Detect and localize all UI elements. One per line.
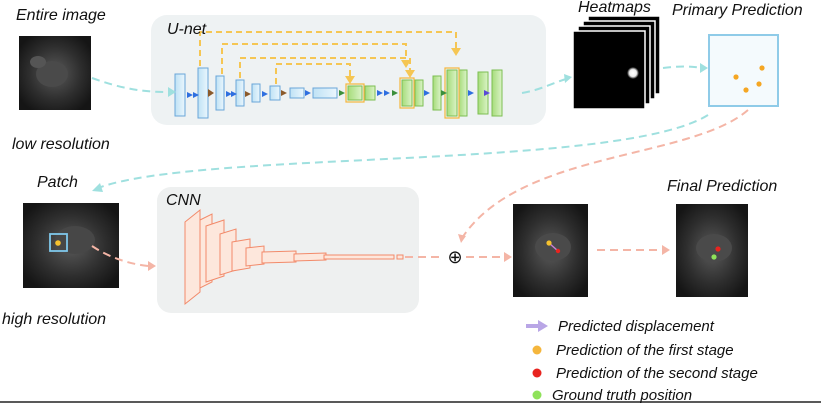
entire-image-label: Entire image bbox=[16, 7, 106, 24]
legend-markers bbox=[526, 320, 548, 400]
intermediate-result-thumbnail bbox=[513, 204, 588, 297]
entire-image-thumbnail bbox=[19, 36, 91, 110]
high-resolution-label: high resolution bbox=[2, 311, 107, 328]
legend-first-stage: Prediction of the first stage bbox=[556, 342, 734, 359]
heatmaps-label: Heatmaps bbox=[578, 0, 651, 16]
unet-flow-arrows bbox=[187, 89, 490, 98]
cnn-blocks bbox=[184, 208, 404, 306]
legend-dot-first-stage bbox=[532, 345, 542, 355]
cnn-title: CNN bbox=[166, 192, 201, 209]
patch-thumbnail bbox=[23, 203, 119, 288]
low-resolution-label: low resolution bbox=[12, 136, 110, 153]
patch-label: Patch bbox=[37, 174, 78, 191]
final-prediction-thumbnail bbox=[676, 204, 748, 297]
heatmaps-stack bbox=[572, 15, 661, 110]
primary-prediction-label: Primary Prediction bbox=[672, 2, 803, 19]
salmon-flow-arrows bbox=[91, 109, 749, 267]
sum-symbol: ⊕ bbox=[447, 247, 462, 268]
unet-title: U-net bbox=[167, 21, 207, 38]
unet-skip-connections bbox=[199, 31, 457, 84]
cnn-panel bbox=[157, 187, 419, 313]
final-prediction-label: Final Prediction bbox=[667, 178, 778, 195]
legend-predicted-displacement: Predicted displacement bbox=[558, 318, 714, 335]
legend-second-stage: Prediction of the second stage bbox=[556, 365, 758, 382]
legend-dot-second-stage bbox=[532, 368, 542, 378]
unet-blocks bbox=[174, 67, 503, 119]
cyan-flow-arrows bbox=[91, 65, 709, 189]
legend-ground-truth: Ground truth position bbox=[552, 387, 693, 404]
primary-prediction-box bbox=[708, 34, 779, 107]
legend-dot-ground-truth bbox=[532, 390, 542, 400]
legend-arrowhead-icon bbox=[538, 320, 548, 332]
